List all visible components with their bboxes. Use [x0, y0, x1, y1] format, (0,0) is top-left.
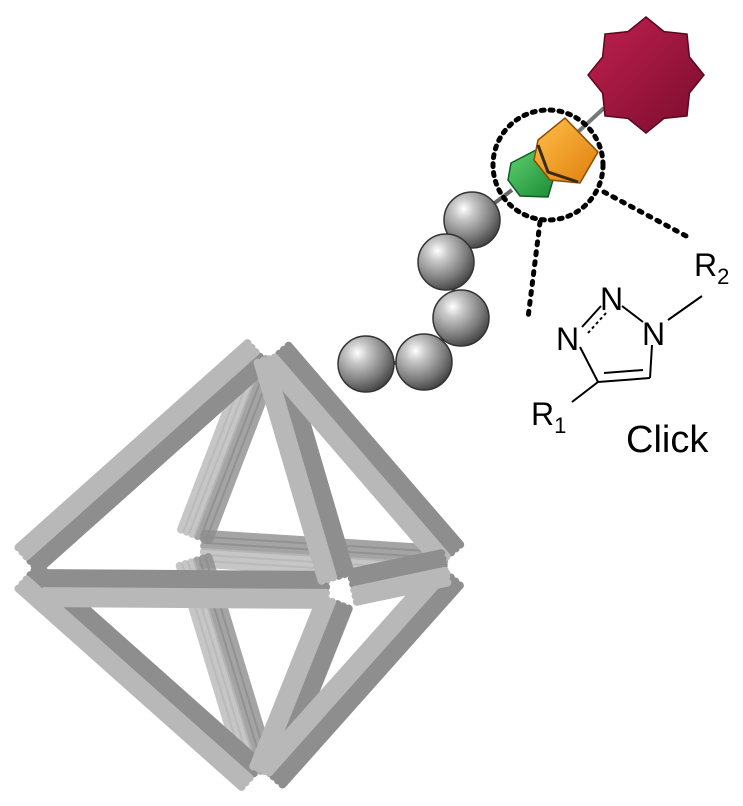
- junction-shadow-edge: [536, 144, 579, 184]
- octahedron-rod: [22, 575, 254, 782]
- triazole-structure: N N N R1 R2: [531, 247, 729, 438]
- octahedron-rod: [347, 555, 447, 583]
- ligand-connector-line: [576, 106, 606, 134]
- octahedron-rod: [351, 572, 451, 600]
- octahedron-rod: [278, 581, 464, 789]
- octahedron-rod: [349, 560, 448, 589]
- octahedron-rod: [14, 584, 246, 791]
- octahedron-rod: [275, 349, 456, 557]
- octahedron-rod: [270, 353, 451, 561]
- octahedron-rod: [352, 578, 452, 606]
- octahedron-rod: [199, 357, 276, 543]
- linker-sphere: [432, 289, 490, 347]
- octahedron-rod: [274, 577, 460, 785]
- atom-n-right: N: [642, 316, 665, 352]
- octahedron-rod: [253, 358, 326, 585]
- octahedron-rod: [18, 343, 256, 556]
- dna-origami-octahedron-icon: [14, 339, 465, 791]
- bond-n3-r2: [667, 295, 703, 321]
- octahedron-rod: [269, 573, 455, 781]
- octahedron-rod: [279, 345, 460, 553]
- octahedron-rod: [39, 599, 330, 609]
- callout-line-right: [601, 189, 691, 240]
- bond-n2-n3: [621, 305, 644, 323]
- atom-n-top: N: [600, 281, 623, 317]
- octahedron-rod: [39, 587, 330, 597]
- octahedron-rod: [34, 361, 272, 574]
- zoom-circle: [490, 107, 606, 223]
- octahedron-rod: [256, 561, 442, 769]
- octahedron-rod: [14, 339, 252, 552]
- bond-n1-n2-double: [587, 312, 607, 334]
- octahedron-rod: [259, 356, 332, 584]
- triazole-click-junction-icon: [507, 116, 599, 198]
- bond-c4-r1: [571, 381, 599, 403]
- crimson-gear-ligand-icon: [587, 16, 705, 134]
- substituent-r2: R2: [694, 247, 729, 289]
- substituent-r1: R1: [531, 396, 566, 438]
- octahedron-rod: [26, 352, 264, 565]
- bond-n3-c5: [649, 344, 653, 379]
- octahedron-rod: [284, 341, 465, 549]
- octahedron-rod: [30, 357, 268, 570]
- octahedron-rod: [22, 348, 260, 561]
- octahedron-rod: [346, 549, 446, 577]
- octahedron-rod: [40, 569, 331, 579]
- atom-n-left: N: [556, 321, 579, 357]
- azide-orange-block: [533, 116, 599, 184]
- octahedron-rod: [266, 357, 447, 565]
- linker-sphere: [395, 333, 453, 391]
- bond-c5-c4-double: [603, 369, 644, 374]
- octahedron-rod: [40, 581, 331, 591]
- octahedron-rod: [249, 593, 325, 771]
- bond-n1-n2: [581, 305, 602, 328]
- octahedron-rod: [265, 569, 451, 777]
- octahedron-rod: [193, 355, 270, 541]
- bond-c5-c4: [597, 377, 651, 383]
- bond-c4-n1: [579, 346, 599, 383]
- octahedron-rod: [350, 566, 449, 595]
- linker-sphere: [443, 191, 501, 249]
- octahedron-rod: [261, 361, 442, 569]
- octahedron-rod: [39, 593, 330, 603]
- octahedron-rod: [18, 580, 250, 787]
- callout-line-left: [525, 219, 543, 321]
- linker-sphere: [337, 335, 395, 393]
- octahedron-rod: [260, 565, 446, 773]
- linker-sphere: [417, 233, 475, 291]
- octahedron-rod: [40, 575, 331, 585]
- octahedron-rod: [254, 595, 331, 773]
- sphere-linker-chain-icon: [337, 188, 514, 393]
- octahedron-rod: [26, 571, 258, 778]
- click-reaction-label: Click: [626, 419, 709, 461]
- octahedron-rod: [265, 355, 338, 582]
